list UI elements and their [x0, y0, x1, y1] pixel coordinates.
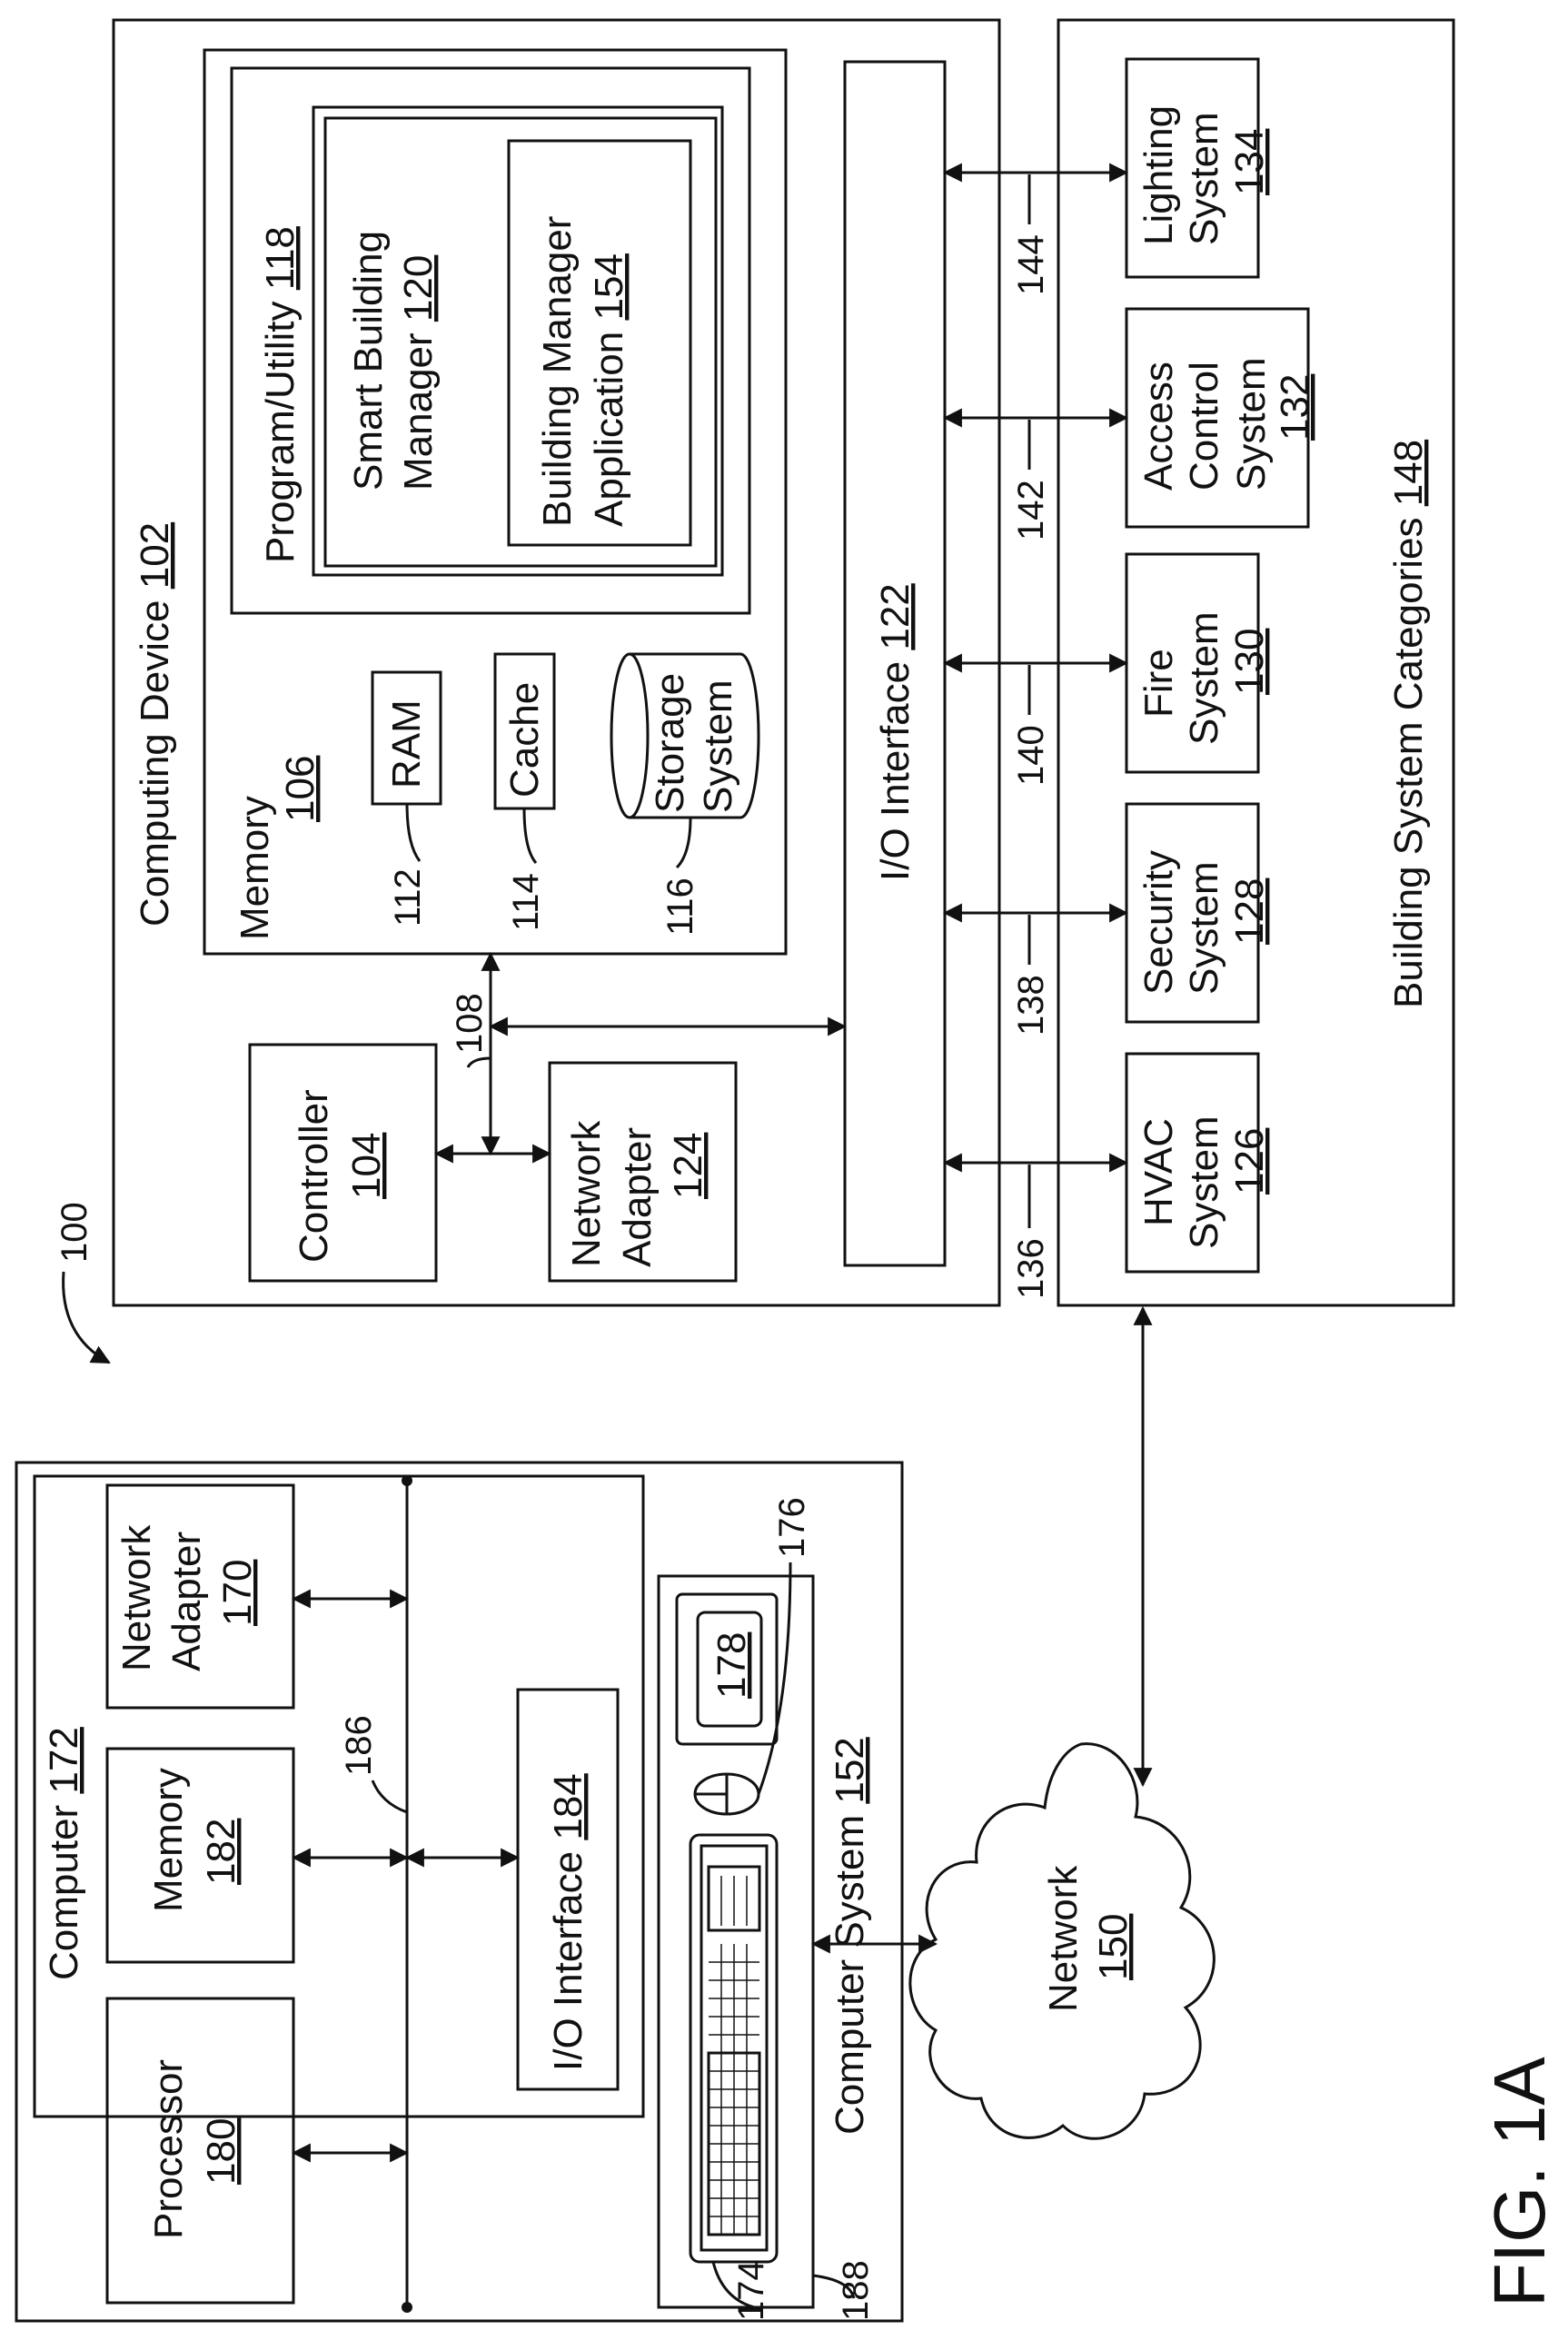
link-ref-140: 140 [1011, 725, 1051, 786]
fire-system-line1: Fire [1136, 649, 1181, 718]
mouse-leader [759, 1562, 790, 1794]
system-ref-arrow [64, 1272, 109, 1363]
network-adapter-ref: 124 [666, 1133, 710, 1199]
ram-leader [407, 804, 420, 861]
controller-label: Controller [292, 1089, 336, 1263]
system-ref-100: 100 [55, 1202, 94, 1263]
mouse-ref: 176 [772, 1497, 812, 1558]
cache-ref: 114 [506, 873, 546, 931]
ram-label: RAM [384, 699, 429, 788]
storage-leader [677, 818, 690, 868]
network-adapter2-line1: Network [114, 1524, 159, 1671]
io-interface2-label: I/O Interface 184 [546, 1773, 590, 2071]
storage-ref: 116 [660, 878, 700, 936]
building-categories-title: Building System Categories 148 [1386, 440, 1431, 1008]
mouse [695, 1774, 759, 1814]
lighting-system-line2: System [1182, 112, 1226, 245]
hvac-system-line1: HVAC [1136, 1118, 1181, 1226]
access-control-line2: Control [1182, 362, 1226, 491]
processor-label: Processor [146, 2059, 191, 2239]
security-system-line1: Security [1136, 850, 1181, 995]
memory2-label: Memory [146, 1768, 191, 1912]
cache-leader [524, 808, 536, 863]
memory-ref: 106 [278, 756, 323, 822]
security-system-line2: System [1182, 861, 1226, 995]
computer-title: Computer 172 [42, 1727, 86, 1980]
network-label: Network [1041, 1865, 1086, 2012]
network-adapter2-line2: Adapter [164, 1532, 209, 1671]
bus-ref: 108 [450, 993, 490, 1054]
io-interface-label: I/O Interface 122 [873, 583, 918, 881]
network-adapter-line2: Adapter [615, 1127, 660, 1267]
bus-leader [468, 1058, 491, 1067]
link-ref-144: 144 [1011, 234, 1051, 295]
memory2-ref: 182 [199, 1819, 243, 1885]
access-control-line1: Access [1136, 362, 1181, 491]
hvac-system-line2: System [1182, 1115, 1226, 1249]
network-ref: 150 [1091, 1914, 1136, 1980]
controller-ref: 104 [344, 1133, 389, 1199]
bus-end-dot-top [402, 1475, 412, 1486]
lighting-system-line1: Lighting [1136, 105, 1181, 245]
hvac-system-ref: 126 [1227, 1128, 1272, 1195]
smart-building-manager-line1: Smart Building [346, 231, 391, 491]
network-adapter2-ref: 170 [215, 1560, 260, 1626]
computer-system-label: Computer System 152 [828, 1737, 872, 2135]
access-control-line3: System [1229, 357, 1274, 491]
fire-system-ref: 130 [1227, 629, 1272, 695]
display-ref: 178 [710, 1632, 754, 1699]
access-control-ref: 132 [1273, 374, 1317, 441]
keyboard-ref: 174 [731, 2260, 771, 2321]
processor-ref: 180 [199, 2118, 243, 2185]
program-utility-box [232, 68, 749, 613]
bus-end-dot-bottom [402, 2302, 412, 2313]
cache-label: Cache [502, 682, 547, 798]
program-utility-title: Program/Utility 118 [258, 226, 303, 563]
bus2-leader [372, 1780, 407, 1812]
storage-label-line1: Storage [648, 673, 692, 813]
building-manager-app-line1: Building Manager [535, 216, 580, 527]
workstation-ref: 188 [836, 2260, 876, 2321]
link-ref-136: 136 [1011, 1238, 1051, 1299]
memory-label: Memory [233, 796, 277, 940]
controller-box [250, 1045, 436, 1281]
link-ref-138: 138 [1011, 975, 1051, 1036]
figure-label: FIG. 1A [1479, 2057, 1560, 2307]
smart-building-manager-line2: Manager 120 [396, 255, 441, 491]
storage-label-line2: System [696, 679, 740, 813]
link-ref-142: 142 [1011, 480, 1051, 540]
bus2-ref: 186 [339, 1715, 379, 1776]
security-system-ref: 128 [1227, 878, 1272, 945]
building-manager-app-line2: Application 154 [587, 253, 631, 527]
computing-device-title: Computing Device 102 [133, 522, 177, 927]
network-adapter-line1: Network [564, 1120, 609, 1267]
lighting-system-ref: 134 [1227, 129, 1272, 195]
computing-device-box [114, 20, 999, 1305]
ram-ref: 112 [388, 868, 428, 927]
fire-system-line2: System [1182, 611, 1226, 745]
